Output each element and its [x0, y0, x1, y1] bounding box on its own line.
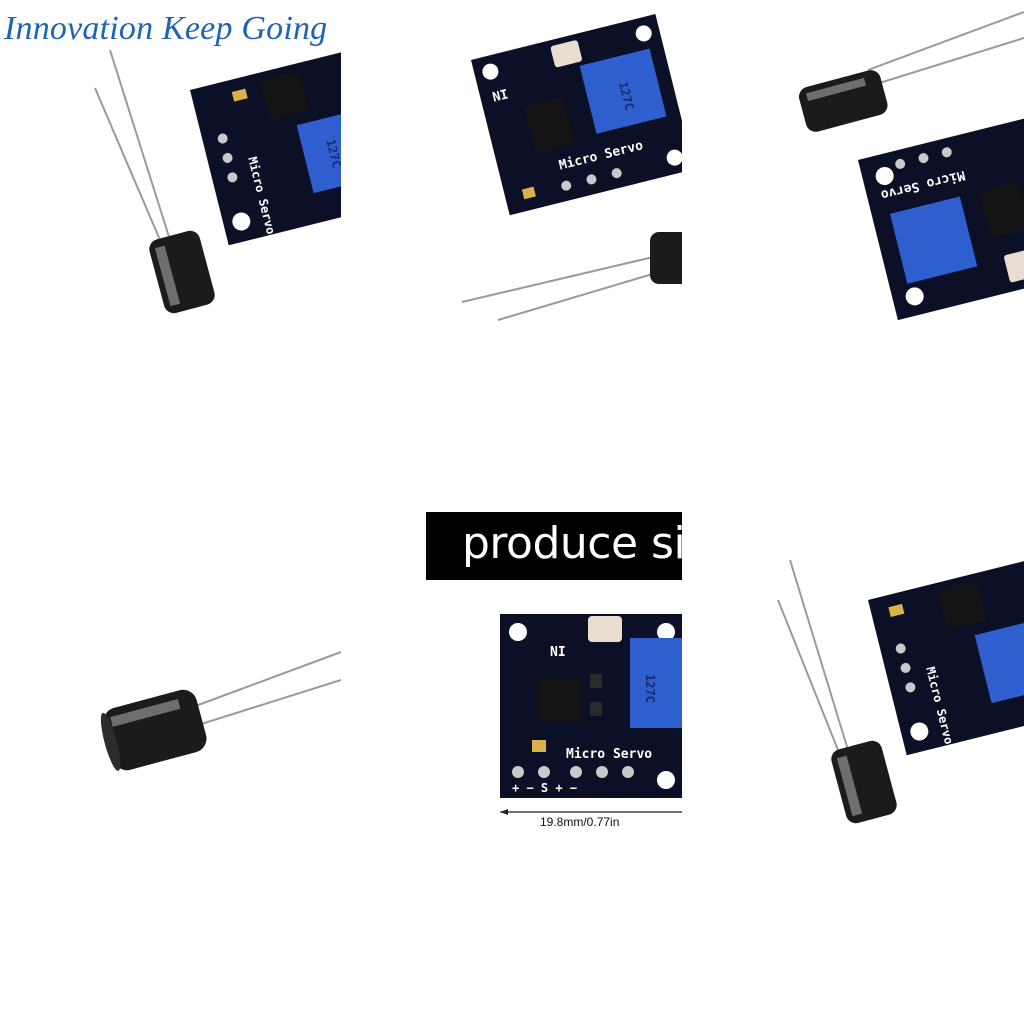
headline-text: produce si — [462, 518, 682, 569]
svg-text:127C: 127C — [616, 80, 637, 111]
potentiometer — [296, 108, 341, 194]
headline-banner: produce si — [426, 512, 682, 580]
tile-top-right: Micro Servo — [768, 0, 1024, 341]
capacitor-photo — [100, 651, 341, 771]
tile-top-middle: 127C NI Micro Servo — [426, 0, 682, 341]
capacitor — [461, 232, 682, 321]
potentiometer — [974, 618, 1024, 704]
ni-label: NI — [550, 645, 566, 660]
capacitor — [777, 559, 897, 824]
potentiometer — [579, 48, 667, 134]
svg-text:127C: 127C — [643, 674, 657, 703]
tile-top-left: 127C Micro Servo Innovation Keep Going — [0, 0, 341, 341]
capacitor — [100, 651, 341, 771]
tile-center: 127C NI Micro Servo + − S + − — [426, 596, 682, 836]
board-photo-center: 127C NI Micro Servo + − S + − — [500, 614, 682, 815]
micro-servo-label: Micro Servo — [566, 747, 652, 762]
capacitor — [94, 49, 215, 314]
potentiometer — [889, 196, 978, 284]
svg-text:NI: NI — [491, 87, 510, 105]
board-photo-middle-right: Micro Servo — [777, 554, 1024, 824]
brand-title: Innovation Keep Going — [4, 10, 328, 47]
dimension-label: 19.8mm/0.77in — [540, 815, 620, 829]
tile-middle-left — [0, 426, 341, 826]
capacitor — [798, 11, 1024, 132]
board-photo-top-left: 127C Micro Servo — [94, 44, 341, 314]
board-photo-top-right: Micro Servo — [798, 11, 1024, 321]
svg-text:+ − S + −: + − S + − — [512, 781, 577, 795]
tile-middle-right: Micro Servo — [768, 520, 1024, 860]
board-photo-top-middle: 127C NI Micro Servo — [461, 14, 682, 321]
potentiometer — [630, 638, 682, 728]
